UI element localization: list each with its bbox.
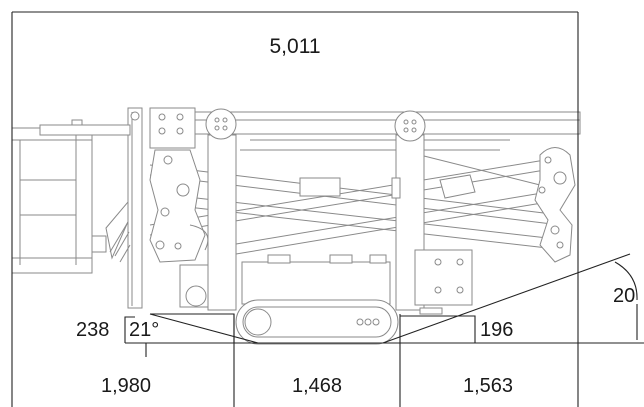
- right-linkage-plate: [534, 147, 576, 263]
- angle-arc: [614, 261, 638, 301]
- dimension-labels: 5,011 238 21° 196 20 1,980 1,468 1,563: [76, 35, 635, 397]
- angle-right-label: 20: [613, 285, 635, 307]
- segment-right-label: 1,563: [463, 375, 513, 397]
- upper-boom: [39, 111, 581, 136]
- jib-arm: [105, 107, 196, 309]
- machine-illustration: [11, 107, 581, 345]
- left-mast: [205, 108, 237, 311]
- crawler-track: [235, 299, 399, 345]
- right-height-bracket: [400, 315, 476, 343]
- approach-angle-label: 21°: [129, 319, 159, 341]
- segment-middle-label: 1,468: [292, 375, 342, 397]
- left-linkage-plate: [149, 149, 209, 263]
- right-height-label: 196: [480, 319, 513, 341]
- left-height-label: 238: [76, 319, 109, 341]
- dimension-lines: [11, 11, 644, 407]
- segment-left-label: 1,980: [101, 375, 151, 397]
- jib-hatching: [109, 221, 131, 263]
- chassis: [179, 249, 473, 315]
- work-platform: [11, 119, 107, 274]
- overall-length-label: 5,011: [270, 35, 321, 58]
- left-height-bracket: [124, 316, 135, 343]
- approach-angle-line: [149, 313, 259, 344]
- departure-angle-line: [382, 253, 631, 344]
- left-ground-step: [150, 313, 235, 343]
